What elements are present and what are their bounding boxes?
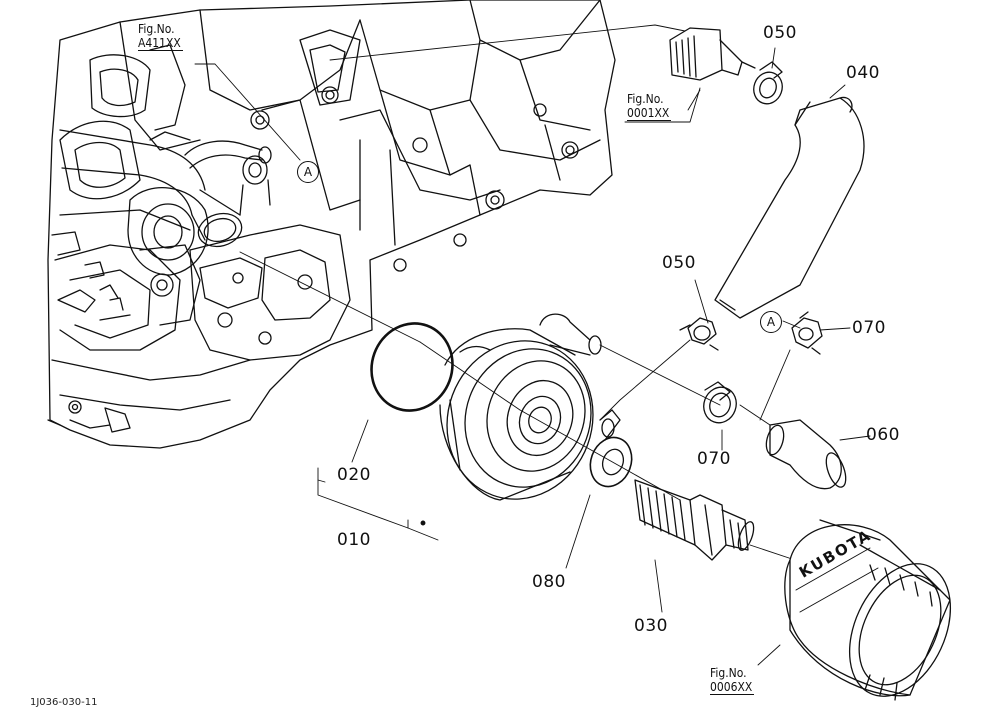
- engine-block: [47, 0, 616, 449]
- hose-040: [714, 96, 865, 319]
- oil-filter: [784, 519, 952, 701]
- part-label-050-top: 050: [763, 23, 797, 43]
- clamp-070-low: [703, 381, 737, 424]
- clamp-050-mid: [679, 317, 719, 351]
- figref-0001xx-caption: Fig.No.: [627, 92, 664, 106]
- part-label-050-mid: 050: [662, 253, 696, 273]
- hollow-bolt: [634, 479, 755, 561]
- part-label-060: 060: [866, 425, 900, 445]
- figref-leaders: [624, 87, 701, 123]
- part-label-030: 030: [634, 616, 668, 636]
- figref-0006xx[interactable]: Fig.No. 0006XX: [710, 666, 755, 695]
- hose-060: [765, 419, 847, 490]
- part-label-070-low: 070: [697, 449, 731, 469]
- part-label-010: 010: [337, 530, 371, 550]
- o-ring-gasket: [370, 322, 454, 412]
- clamp-070-right: [791, 311, 823, 355]
- part-label-020: 020: [337, 465, 371, 485]
- figref-0006xx-number: 0006XX: [710, 680, 755, 695]
- part-label-040: 040: [846, 63, 880, 83]
- fitting-top: [669, 27, 756, 81]
- figref-a411xx-number: A411XX: [138, 36, 183, 51]
- washer: [589, 436, 633, 488]
- leader-lines: [194, 24, 871, 666]
- figref-a411xx-caption: Fig.No.: [138, 22, 175, 36]
- figref-0006xx-caption: Fig.No.: [710, 666, 747, 680]
- reference-marker-a-hose: A: [760, 311, 782, 333]
- drawing-code: 1J036-030-11: [30, 697, 98, 708]
- part-label-080: 080: [532, 572, 566, 592]
- figref-0001xx[interactable]: Fig.No. 0001XX: [627, 92, 672, 121]
- part-label-070-right: 070: [852, 318, 886, 338]
- clamp-050-top: [753, 61, 783, 105]
- figref-a411xx[interactable]: Fig.No. A411XX: [138, 22, 183, 51]
- reference-marker-a-engine: A: [297, 161, 319, 183]
- oil-cooler: [439, 313, 621, 501]
- figref-0001xx-number: 0001XX: [627, 106, 672, 121]
